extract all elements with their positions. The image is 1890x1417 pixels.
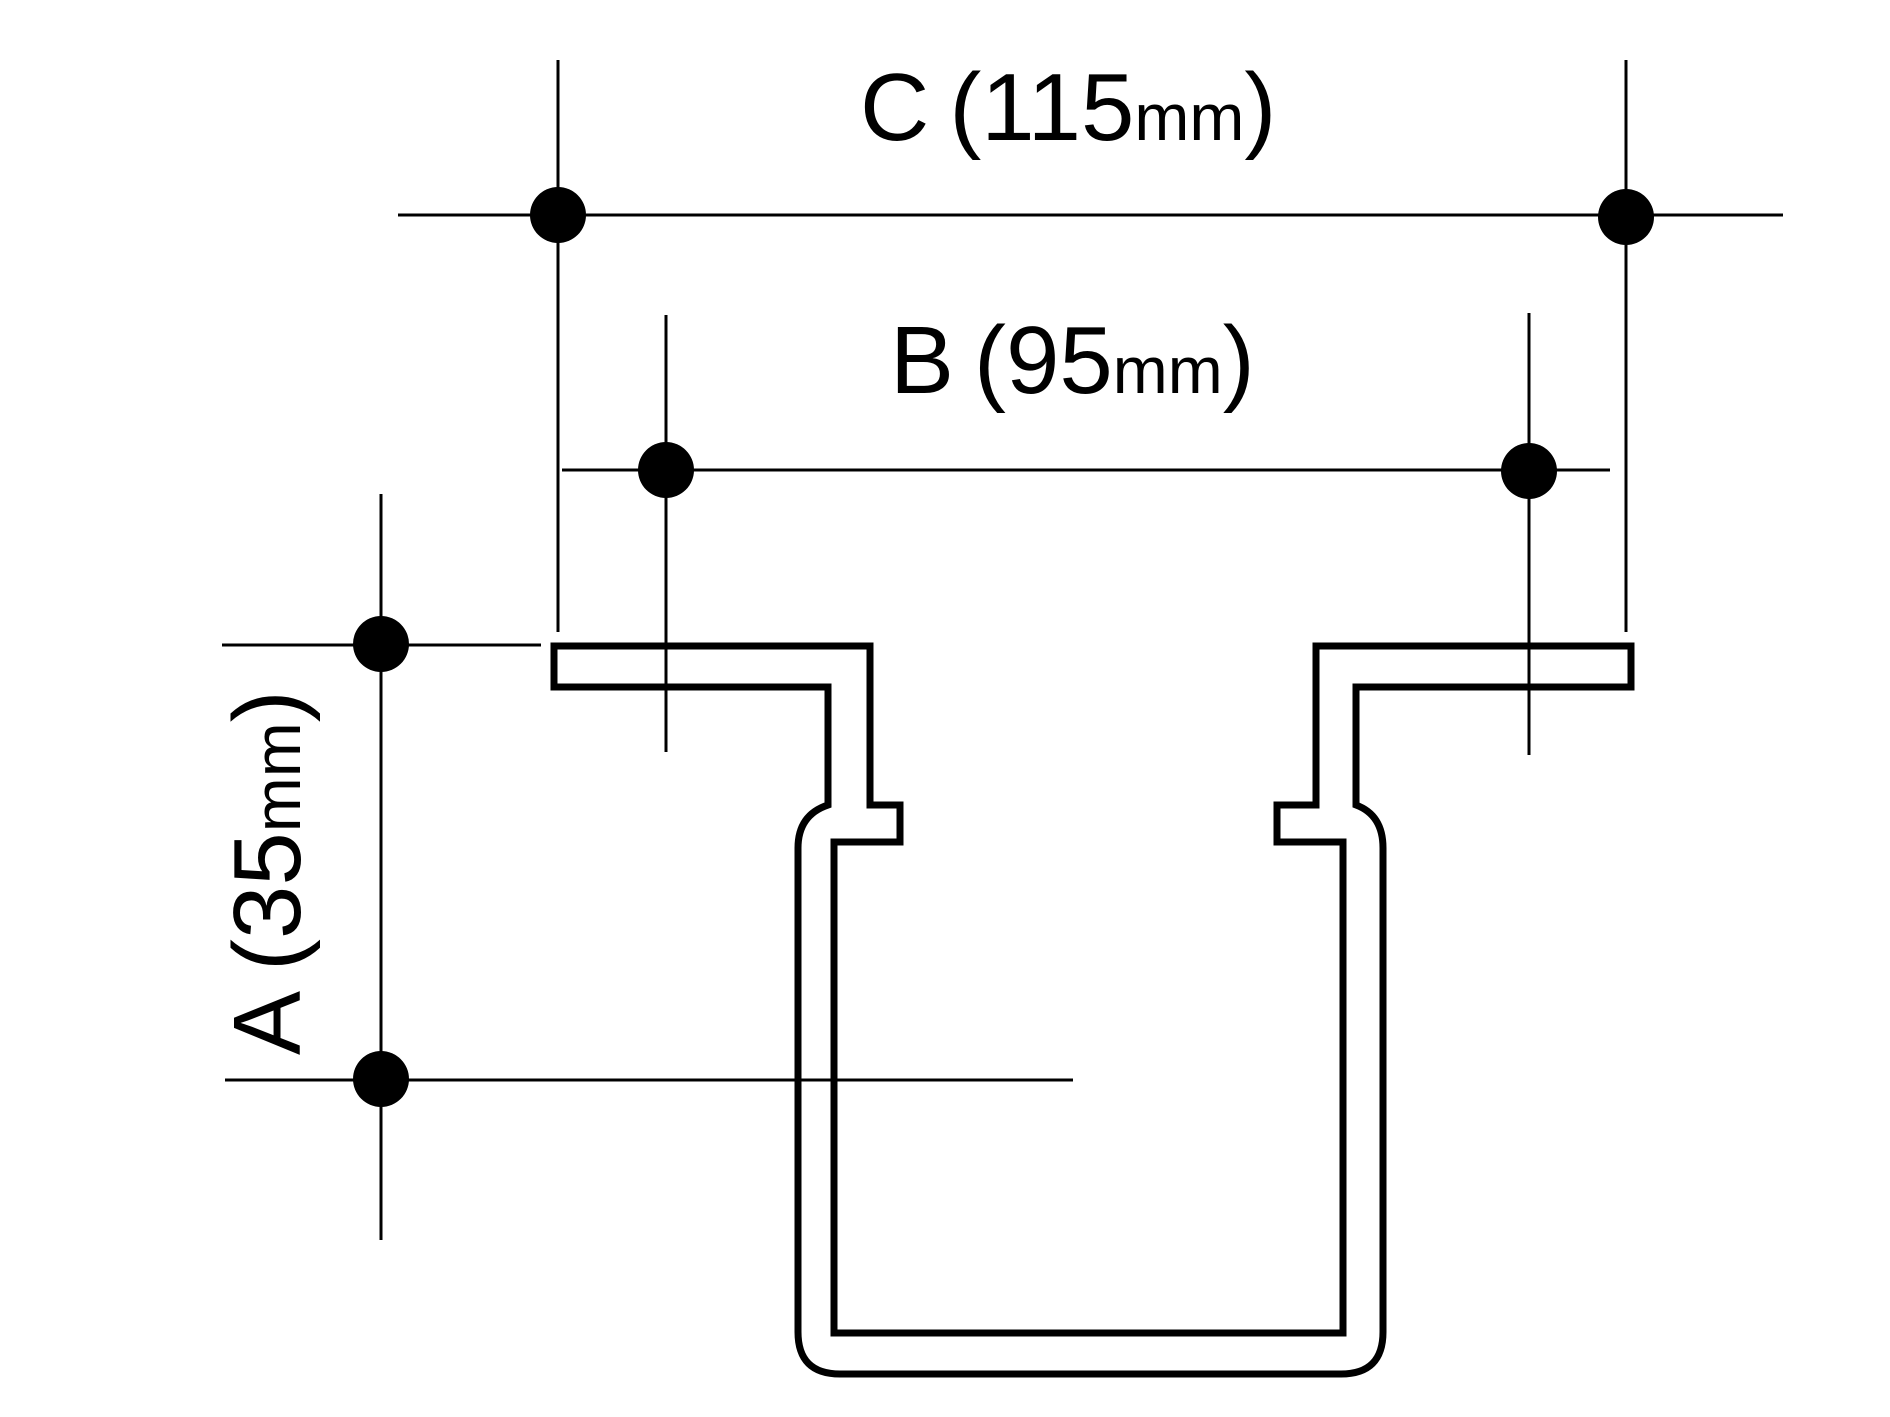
dimension-a-bottom-marker: [353, 1051, 409, 1107]
dimension-c-left-marker: [530, 187, 586, 243]
dimension-a: A(35mm): [214, 494, 1073, 1240]
gutter-outer-outline: [550, 642, 1635, 1378]
gutter-profile: [550, 642, 1635, 1378]
dimension-b: B(95mm): [562, 307, 1610, 755]
dimension-a-label: A(35mm): [214, 690, 321, 1055]
dimension-c-right-marker: [1598, 189, 1654, 245]
dimension-c-label: C(115mm): [860, 54, 1276, 161]
dimension-b-label: B(95mm): [890, 307, 1255, 414]
dimension-b-left-marker: [638, 442, 694, 498]
dimension-c: C(115mm): [398, 54, 1783, 632]
dimension-a-top-marker: [353, 616, 409, 672]
dimension-b-right-marker: [1501, 443, 1557, 499]
